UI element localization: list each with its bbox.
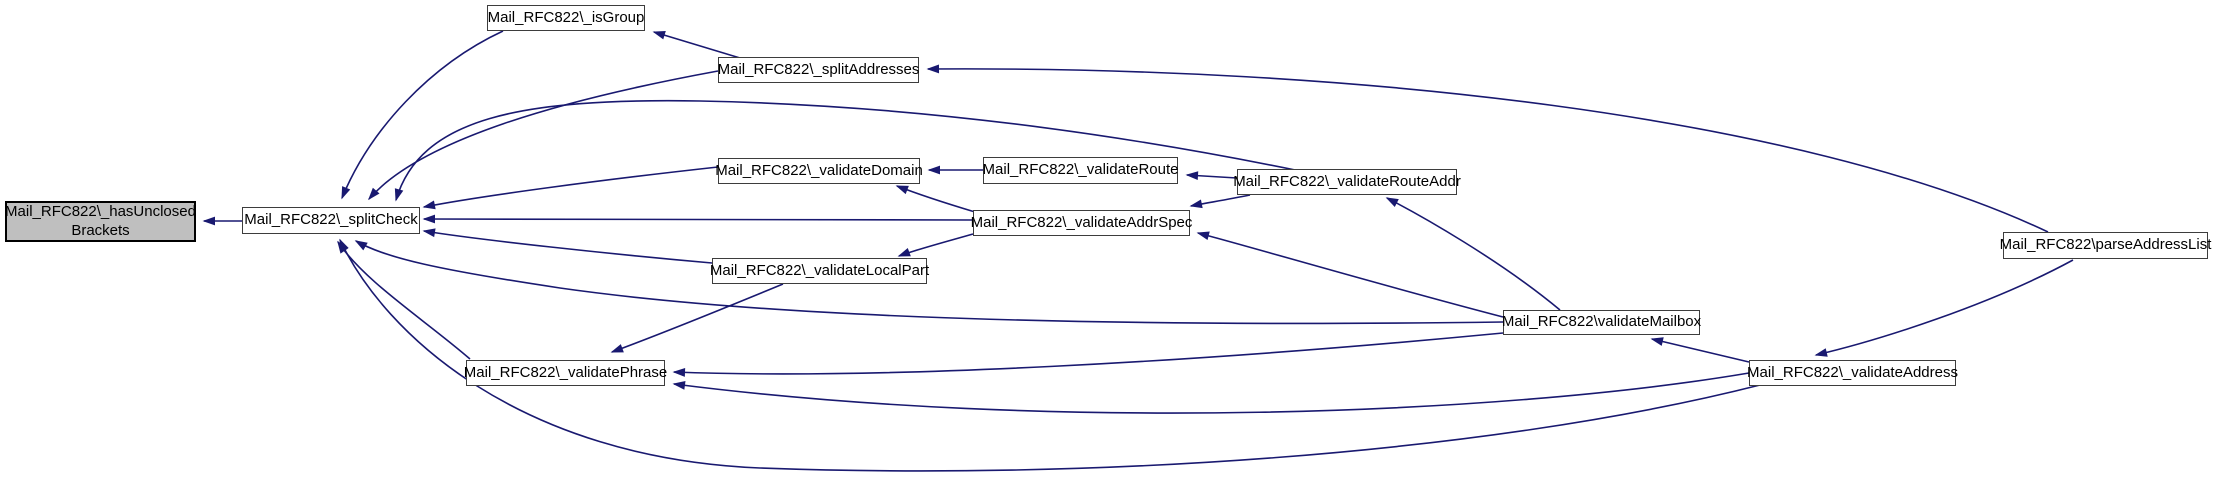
node-validateRouteAddr[interactable]: Mail_RFC822\_validateRouteAddr (1233, 169, 1461, 195)
edge-parseAddressList-to-splitAddresses (926, 64, 2049, 233)
edge-validateAddress-to-validatePhrase (672, 372, 1750, 414)
edge-splitAddresses-to-splitCheck (368, 70, 719, 201)
edge-validateMailbox-to-splitCheck (354, 240, 1504, 325)
edge-validateMailbox-to-validateAddrSpec (1196, 231, 1504, 318)
edge-validatePhrase-to-splitCheck (337, 240, 471, 360)
edge-validateMailbox-to-validatePhrase (672, 332, 1504, 377)
node-validateRoute[interactable]: Mail_RFC822\_validateRoute (983, 157, 1178, 184)
edge-validateRouteAddr-to-validateAddrSpec (1189, 194, 1251, 209)
node-splitAddresses[interactable]: Mail_RFC822\_splitAddresses (718, 57, 919, 83)
edge-group (202, 30, 2074, 472)
edge-splitAddresses-to-isGroup (652, 30, 741, 59)
node-validateDomain[interactable]: Mail_RFC822\_validateDomain (715, 158, 923, 184)
edge-validateAddrSpec-to-validateDomain (895, 185, 976, 213)
edge-validateLocalPart-to-validatePhrase (610, 283, 784, 353)
edge-validateRouteAddr-to-validateRoute (1185, 171, 1238, 181)
node-validateMailbox[interactable]: Mail_RFC822\validateMailbox (1502, 310, 1701, 335)
edge-isGroup-to-splitCheck (341, 30, 504, 200)
edge-validateLocalPart-to-splitCheck (422, 228, 713, 264)
node-validateLocalPart[interactable]: Mail_RFC822\_validateLocalPart (710, 258, 929, 284)
node-validateAddress[interactable]: Mail_RFC822\_validateAddress (1747, 360, 1958, 386)
edge-validateAddrSpec-to-splitCheck (422, 214, 974, 224)
node-splitCheck[interactable]: Mail_RFC822\_splitCheck (242, 207, 420, 234)
edge-validateMailbox-to-validateRouteAddr (1385, 197, 1561, 311)
node-hasUnclosedBrackets: Mail_RFC822\_hasUnclosed Brackets (5, 201, 196, 242)
node-parseAddressList[interactable]: Mail_RFC822\parseAddressList (2000, 232, 2211, 259)
edge-validateAddress-to-splitCheck (339, 238, 1761, 472)
edge-validateAddress-to-validateMailbox (1650, 337, 1750, 363)
edge-validateAddrSpec-to-validateLocalPart (897, 233, 974, 257)
edge-validateDomain-to-splitCheck (422, 166, 719, 210)
node-validateAddrSpec[interactable]: Mail_RFC822\_validateAddrSpec (971, 210, 1192, 236)
edge-validateRouteAddr-to-splitCheck (394, 99, 1301, 202)
edge-parseAddressList-to-validateAddress (1814, 259, 2074, 357)
node-isGroup[interactable]: Mail_RFC822\_isGroup (487, 5, 645, 31)
node-validatePhrase[interactable]: Mail_RFC822\_validatePhrase (464, 360, 667, 386)
